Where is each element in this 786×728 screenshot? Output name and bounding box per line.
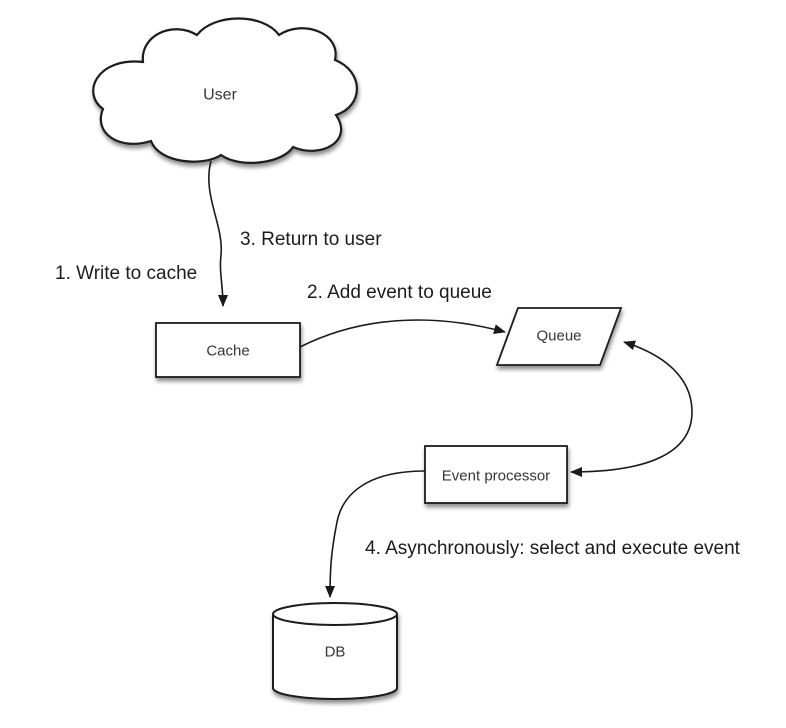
edge-label-return-to-user: 3. Return to user [240,229,382,250]
cache-node-shape [155,322,301,378]
db-node-shape [272,602,398,700]
edge-cache-to-queue [299,319,506,348]
cache-node-label: Cache [206,343,249,360]
edge-queue-event-processor [570,340,693,477]
user-node-label: User [203,87,237,104]
user-cloud-shape [92,17,358,164]
edge-user-to-cache [208,160,228,307]
edge-label-add-event-to-queue: 2. Add event to queue [307,282,492,303]
db-node-label: DB [325,644,346,661]
queue-node-label: Queue [536,328,581,345]
edge-label-write-to-cache: 1. Write to cache [55,263,197,284]
edge-label-async-execute: 4. Asynchronously: select and execute ev… [365,538,741,559]
edge-event-processor-to-db [325,470,426,598]
event-processor-node-shape [424,445,568,504]
event-processor-node-label: Event processor [442,468,550,485]
